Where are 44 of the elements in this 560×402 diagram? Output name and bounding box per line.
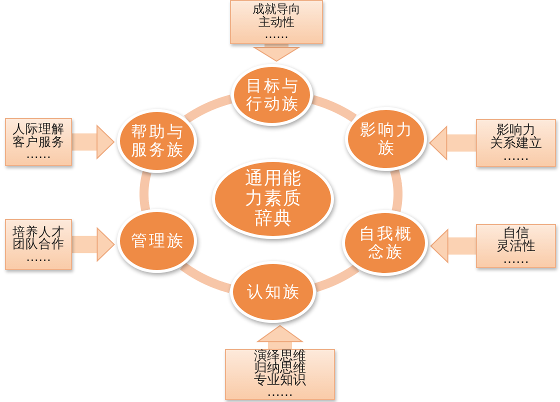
block-arrow	[257, 325, 303, 349]
category-bubble	[231, 64, 313, 126]
item-text: ……	[26, 148, 51, 161]
block-arrow	[429, 126, 476, 160]
category-label: 管理族	[130, 232, 186, 250]
category-bubble	[117, 209, 197, 273]
item-text: 演绎思维	[254, 350, 306, 362]
block-arrow	[430, 229, 476, 263]
hub-label: 通用能力素质辞典	[244, 169, 303, 229]
item-text: ……	[264, 28, 288, 41]
block-arrow	[254, 44, 300, 62]
label-card	[476, 119, 556, 167]
category-bubble	[345, 107, 427, 171]
category-label: 影响力族	[359, 121, 415, 157]
label-card	[5, 118, 72, 166]
label-card	[230, 0, 323, 44]
item-text: 团队合作	[12, 238, 64, 251]
label-card	[225, 349, 335, 400]
block-arrow	[72, 228, 115, 262]
category-bubble	[342, 210, 428, 276]
item-text: 主动性	[258, 16, 294, 28]
item-text: ……	[503, 150, 529, 162]
category-label: 自我概念族	[358, 225, 414, 261]
item-text: ……	[26, 250, 51, 264]
item-text: 客户服务	[12, 136, 64, 148]
label-card	[5, 219, 72, 270]
item-text: 归纳思维	[254, 362, 306, 374]
label-card	[476, 224, 556, 268]
category-label: 目标与行动族	[245, 77, 301, 113]
item-text: 自信	[503, 226, 529, 240]
item-text: 成就导向	[252, 3, 300, 16]
item-text: 培养人才	[12, 226, 64, 238]
item-text: ……	[267, 386, 293, 398]
item-text: 影响力	[496, 124, 536, 136]
category-label: 帮助与服务族	[130, 123, 186, 159]
category-bubble	[230, 261, 316, 323]
category-label: 认知族	[246, 283, 302, 301]
item-text: 关系建立	[490, 136, 542, 150]
block-arrow	[72, 125, 115, 159]
category-bubble	[117, 109, 197, 173]
item-text: 灵活性	[496, 240, 536, 252]
item-text: ……	[503, 252, 529, 266]
item-text: 专业知识	[254, 374, 306, 386]
item-text: 人际理解	[12, 123, 64, 136]
